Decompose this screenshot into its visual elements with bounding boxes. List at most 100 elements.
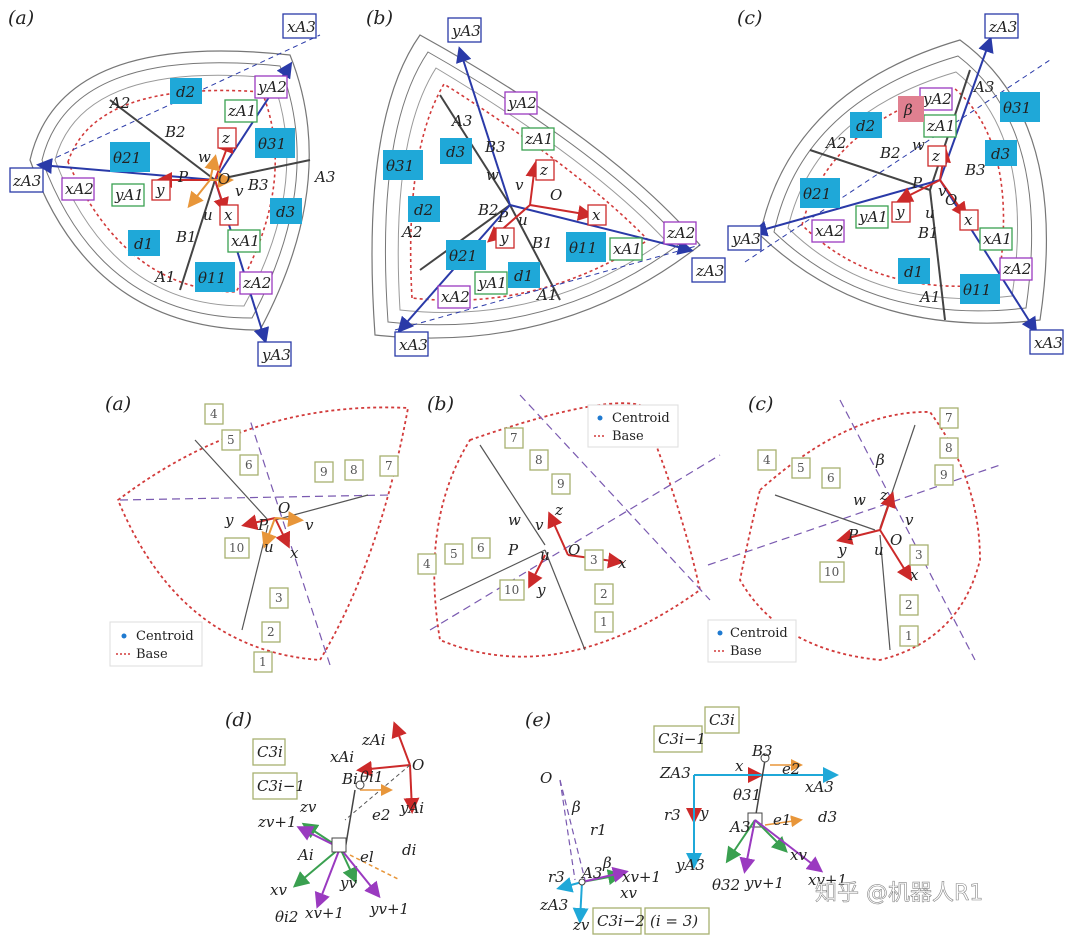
label-x: x (910, 566, 919, 584)
bottom-e-label: (e) (525, 709, 551, 731)
bottom-d-label: (d) (225, 709, 252, 731)
e1-arrow (764, 815, 803, 828)
zA1-box (923, 114, 957, 138)
label-x: x (618, 554, 627, 572)
zA2-box (663, 221, 697, 245)
num-box-8 (939, 437, 959, 459)
num-box-9 (934, 464, 954, 486)
axis-x-arrow (879, 529, 913, 582)
base-dashed (67, 89, 276, 293)
d3-label: d3 (991, 145, 1010, 163)
yA2-label: yA2 (922, 90, 952, 108)
yA1-label: yA1 (114, 186, 144, 204)
axis-z-arrow (879, 491, 896, 531)
num-3: 3 (275, 591, 283, 605)
num-box-10 (224, 537, 250, 559)
num-6: 6 (827, 471, 835, 485)
num-box-1 (594, 611, 614, 633)
xA1-label: xA1 (613, 240, 642, 258)
axis-yv-arrow (339, 847, 358, 884)
joint-A1: A1 (535, 286, 557, 304)
num-box-7 (504, 427, 524, 449)
joint-A3-icon (578, 878, 586, 886)
d3-badge (440, 138, 472, 164)
label-yv1: yv+1 (369, 900, 409, 918)
dash-line-1 (119, 494, 391, 501)
top-a-label: (a) (8, 7, 34, 29)
label-v: v (535, 516, 544, 534)
num-10: 10 (504, 583, 519, 597)
theta31-label: θ31 (1003, 99, 1031, 117)
theta31-badge (1000, 92, 1040, 122)
label-y: y (536, 581, 546, 599)
joint-P: P (177, 168, 189, 186)
label-thetai2: θi2 (275, 908, 298, 926)
legend-base: Base (730, 644, 762, 659)
theta21-label: θ21 (803, 185, 831, 203)
limb-lower (544, 549, 586, 651)
x-label: x (592, 206, 601, 224)
limb-left (439, 549, 546, 601)
y-label: y (499, 229, 509, 247)
num-2: 2 (600, 587, 608, 601)
dash-line-a (559, 779, 586, 881)
y-box (151, 179, 171, 201)
limb-2 (439, 94, 511, 206)
zA3-box (984, 13, 1019, 39)
label-u: u (874, 541, 884, 559)
axis-x-arrow (529, 204, 594, 221)
theta31-badge (255, 128, 295, 158)
label-zv: zv (299, 798, 317, 816)
label-el: el (360, 848, 374, 866)
xA3-label: xA3 (1034, 334, 1063, 352)
num-8: 8 (945, 441, 953, 455)
legend-centroid: Centroid (730, 626, 788, 641)
num-10: 10 (229, 541, 244, 555)
number-callouts: 4 5 6 7 8 9 10 3 2 1 (204, 403, 399, 673)
label-yv: yv (339, 874, 357, 892)
theta21-label: θ21 (449, 247, 477, 265)
joint-A3: A3 (450, 112, 472, 130)
xA3-box (1029, 329, 1064, 355)
axis-z-arrow (547, 511, 569, 556)
i3-box (644, 907, 710, 935)
limb-1 (179, 179, 216, 291)
label-O: O (890, 531, 902, 549)
base-dashed (116, 406, 410, 661)
num-10: 10 (824, 565, 839, 579)
dash-line-2 (249, 419, 331, 666)
joint-A3: A3 (972, 78, 994, 96)
legend-box (707, 619, 797, 663)
zA2-box (239, 271, 273, 295)
theta21-badge (446, 240, 486, 270)
d2-label: d2 (414, 201, 433, 219)
y-box (495, 227, 515, 249)
joint-O: O (945, 191, 957, 209)
num-2: 2 (267, 625, 275, 639)
label-A3: A3 (728, 818, 750, 836)
label-y: y (224, 511, 234, 529)
num-box-10 (819, 561, 845, 583)
num-box-3 (909, 544, 929, 566)
dash-line-2 (519, 394, 711, 601)
xA3-box (282, 13, 317, 39)
base-frame-outer (759, 39, 1048, 324)
middle-panel-c: (c) O P y x z v w u β 7 8 9 4 5 6 10 3 2… (707, 393, 1001, 663)
axis-zAi-arrow (391, 721, 411, 766)
label-e2: e2 (372, 806, 390, 824)
axis-w-label: w (486, 166, 499, 184)
label-u: u (540, 546, 550, 564)
label-C3i-2: C3i−2 (597, 912, 645, 930)
z-label: z (539, 161, 548, 179)
centroid-dot-icon (121, 633, 127, 639)
theta11-label: θ11 (198, 269, 226, 287)
label-r1: r1 (590, 821, 607, 839)
joint-B2: B2 (879, 144, 901, 162)
label-P: P (847, 526, 859, 544)
label-C3i: C3i (257, 743, 283, 761)
joint-B3: B3 (247, 176, 269, 194)
num-box-7 (939, 407, 959, 429)
C3i-box (252, 738, 286, 766)
num-3: 3 (915, 548, 923, 562)
label-r3: r3 (664, 806, 681, 824)
